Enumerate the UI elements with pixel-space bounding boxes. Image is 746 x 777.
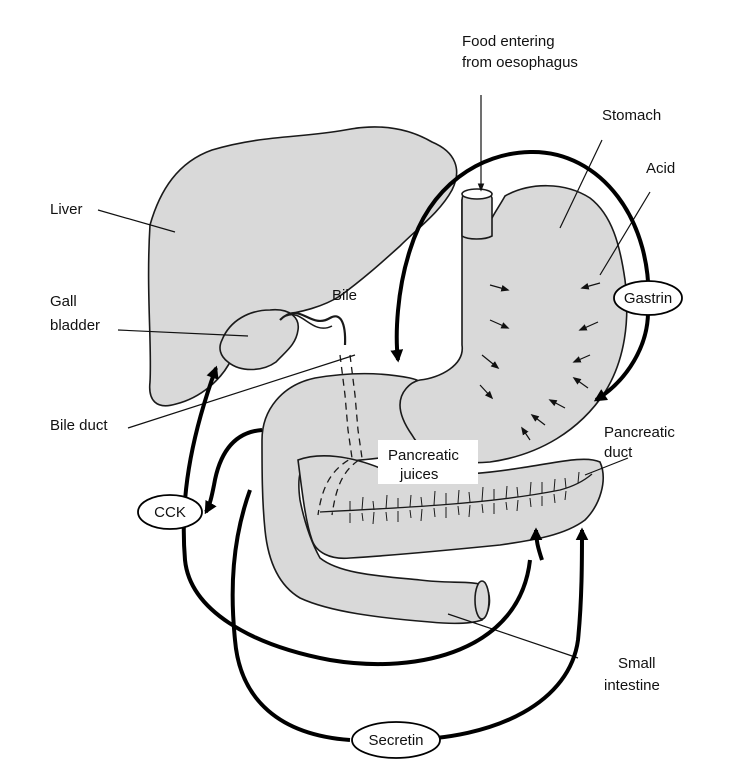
secretin-to-pancreas[interactable] [529, 527, 544, 561]
gall-bladder-label-line1: Gall [50, 293, 77, 310]
leader-lines [97, 95, 651, 659]
gastrin-loop-lower[interactable] [593, 311, 650, 402]
acid-arrows [479, 282, 601, 441]
stomach-label: Stomach [602, 107, 661, 124]
pancreatic-juices-label-line1: Pancreatic [388, 447, 459, 464]
cck-to-intestine[interactable] [204, 428, 263, 515]
food-label-line2: from oesophagus [462, 54, 578, 71]
food-label-line1: Food entering [462, 33, 555, 50]
pancreatic-duct-label-line1: Pancreatic [604, 424, 675, 441]
secretin-badge[interactable]: Secretin [351, 721, 441, 759]
bile-squiggle [279, 311, 347, 346]
secretin-loop[interactable] [397, 527, 589, 742]
cck-label: CCK [154, 504, 186, 521]
gastrin-loop[interactable] [390, 149, 651, 363]
small-intestine-label-line2: intestine [604, 677, 660, 694]
liver-label: Liver [50, 201, 83, 218]
bile-duct-dashed-2 [331, 354, 363, 516]
acid-label: Acid [646, 160, 675, 177]
pancreatic-duct-tributaries [349, 471, 580, 525]
secretin-label: Secretin [368, 732, 423, 749]
cck-loop[interactable] [181, 365, 532, 667]
gall-bladder-label-line2: bladder [50, 317, 100, 334]
secretin-loop-left[interactable] [230, 489, 351, 742]
bile-label: Bile [332, 287, 357, 304]
intestine-opening [474, 580, 490, 620]
pancreatic-juices-label-line2: juices [399, 466, 438, 483]
liver-shape [147, 126, 458, 407]
small-intestine-label-line1: Small [618, 655, 656, 672]
oesophagus-opening [461, 188, 493, 200]
gastrin-label: Gastrin [624, 290, 672, 307]
cck-badge[interactable]: CCK [137, 494, 203, 530]
bile-squiggle-2 [285, 313, 333, 329]
bile-duct-dashed [317, 354, 353, 516]
pancreatic-juices-backdrop [378, 440, 478, 484]
gall-bladder-shape [219, 308, 299, 371]
pancreatic-duct-label-line2: duct [604, 444, 633, 461]
gastrin-badge[interactable]: Gastrin [613, 280, 683, 316]
pancreatic-duct-line [319, 473, 593, 513]
bile-duct-label: Bile duct [50, 417, 108, 434]
